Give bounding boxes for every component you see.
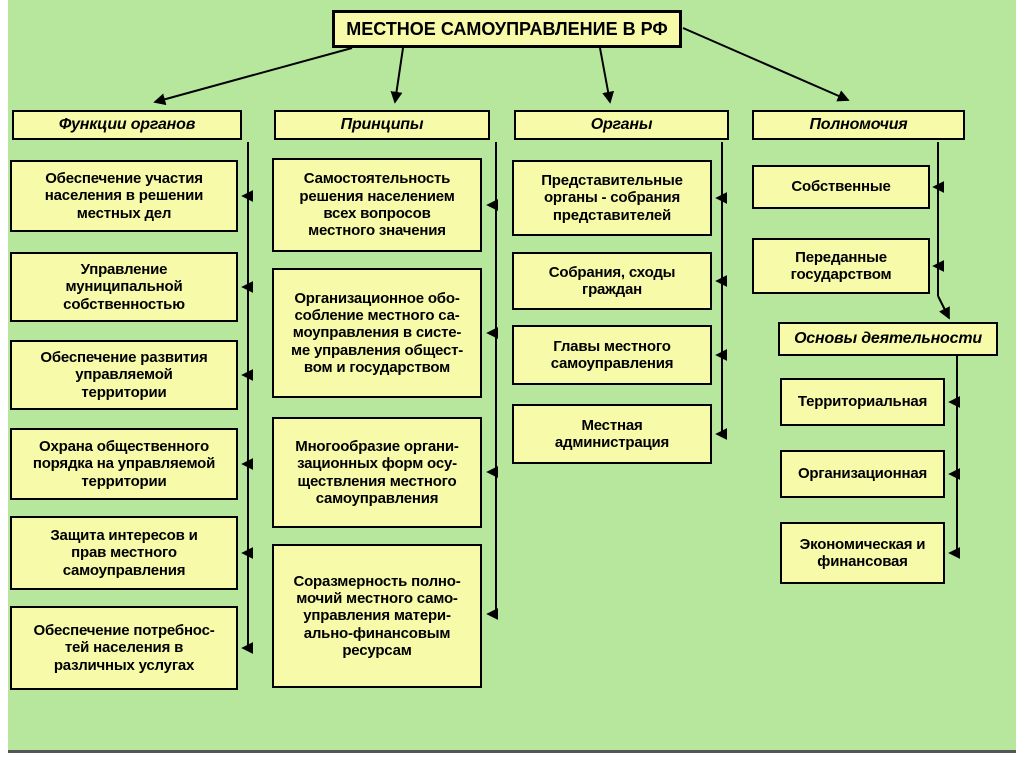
functions-item-5: Защита интересов и прав местного самоупр… (10, 516, 238, 590)
column-header-functions: Функции органов (12, 110, 242, 140)
basics-item-2: Организационная (780, 450, 945, 498)
column-header-principles: Принципы (274, 110, 490, 140)
functions-column-connectors (241, 142, 254, 654)
functions-item-1: Обеспечение участия населения в решении … (10, 160, 238, 232)
organs-item-4: Местная администрация (512, 404, 712, 464)
column-header-organs: Органы (514, 110, 729, 140)
functions-item-6: Обеспечение потребнос- тей населения в р… (10, 606, 238, 690)
principles-item-1: Самостоятельность решения населением все… (272, 158, 482, 252)
functions-item-4: Охрана общественного порядка на управляе… (10, 428, 238, 500)
principles-item-4: Соразмерность полно- мочий местного само… (272, 544, 482, 688)
basics-item-1: Территориальная (780, 378, 945, 426)
column-header-powers: Полномочия (752, 110, 965, 140)
basics-header: Основы деятельности (778, 322, 998, 356)
functions-item-3: Обеспечение развития управляемой террито… (10, 340, 238, 410)
basics-item-3: Экономическая и финансовая (780, 522, 945, 584)
organs-item-2: Собрания, сходы граждан (512, 252, 712, 310)
powers-item-1: Собственные (752, 165, 930, 209)
diagram-title: МЕСТНОЕ САМОУПРАВЛЕНИЕ В РФ (332, 10, 682, 48)
principles-item-2: Организационное обо- собление местного с… (272, 268, 482, 398)
organs-column-connectors (715, 142, 728, 440)
functions-item-2: Управление муниципальной собственностью (10, 252, 238, 322)
title-arrows (153, 27, 850, 106)
basics-column-connectors (948, 356, 961, 559)
principles-item-3: Многообразие органи- зационных форм осу-… (272, 417, 482, 528)
powers-item-2: Переданные государством (752, 238, 930, 294)
principles-column-connectors (486, 142, 499, 620)
organs-item-3: Главы местного самоуправления (512, 325, 712, 385)
powers-column-connectors (932, 142, 950, 320)
organs-item-1: Представительные органы - собрания предс… (512, 160, 712, 236)
